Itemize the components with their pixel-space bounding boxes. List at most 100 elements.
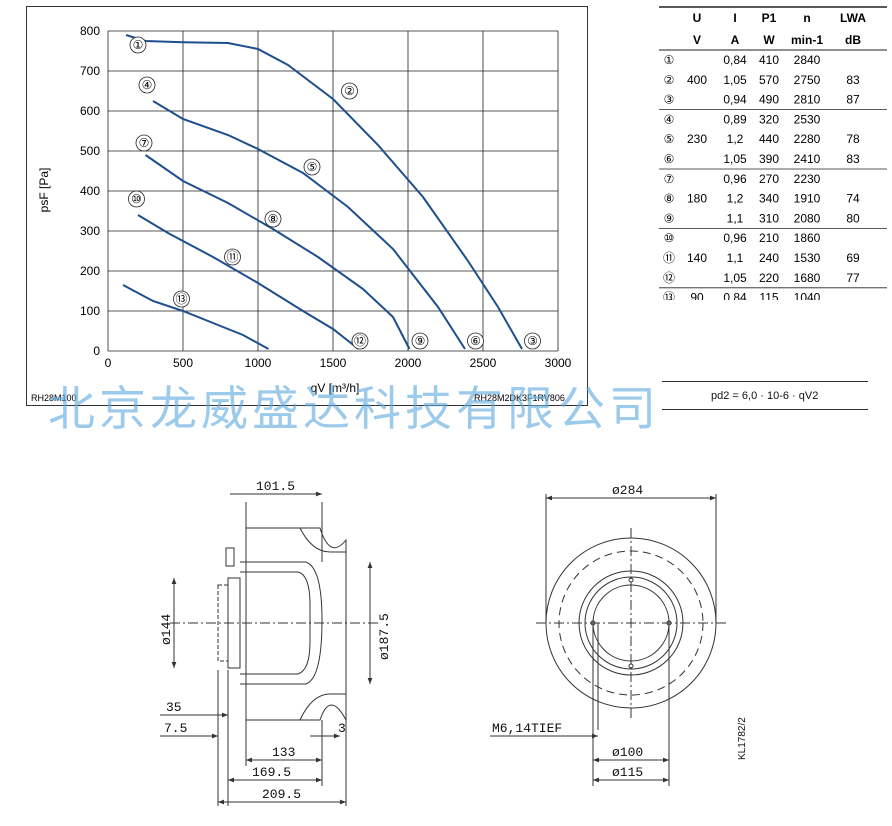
- curve-id-circle: [411, 332, 429, 350]
- table-cell: 400: [687, 73, 707, 87]
- table-unit: min-1: [791, 33, 823, 47]
- dim-115: ø115: [612, 765, 643, 780]
- drawing-code: KL1782/2: [737, 717, 748, 760]
- dim-187-5: ø187.5: [377, 613, 392, 660]
- table-cell: 2410: [794, 152, 821, 166]
- dim-209-5: 209.5: [262, 787, 301, 802]
- table-cell: 78: [846, 132, 860, 146]
- table-cell: 310: [759, 211, 779, 225]
- curve-id-label: ②: [344, 84, 355, 98]
- formula-bottom-rule: [662, 409, 868, 410]
- dim-284: ø284: [612, 483, 643, 498]
- table-cell: 2750: [794, 73, 821, 87]
- curve-id-circle: [467, 332, 484, 350]
- dim-7-5: 7.5: [164, 721, 187, 736]
- table-cell: 0,96: [723, 172, 747, 186]
- y-tick-label: 700: [80, 64, 100, 78]
- table-cell: 0,89: [723, 112, 747, 126]
- curve-id-circle: [303, 158, 321, 176]
- y-tick-label: 300: [80, 224, 100, 238]
- dim-144: ø144: [159, 614, 174, 645]
- table-header: LWA: [840, 11, 866, 25]
- curve-id-circle: [264, 210, 282, 228]
- y-tick-label: 200: [80, 264, 100, 278]
- curve-id-label: ①: [133, 38, 144, 52]
- curve-id-circle: [128, 190, 145, 208]
- curve-id-label: ⑫: [354, 334, 366, 348]
- curve-id-circle: [173, 290, 190, 308]
- x-tick-label: 3000: [545, 356, 572, 370]
- table-cell: 0,94: [723, 93, 747, 107]
- table-cell: 0,96: [723, 231, 747, 245]
- curve-id-circle: [351, 332, 369, 350]
- table-unit: A: [731, 33, 740, 47]
- table-unit: dB: [845, 33, 861, 47]
- y-tick-label: 0: [93, 344, 100, 358]
- front-view: [490, 494, 726, 786]
- table-header: P1: [762, 11, 777, 25]
- table-cell: ⑪: [663, 251, 675, 265]
- table-cell: 74: [846, 192, 860, 206]
- dim-100: ø100: [612, 745, 643, 760]
- curve-id-circle: [524, 332, 541, 350]
- table-cell: ②: [664, 73, 675, 87]
- table-cell: 77: [846, 271, 860, 285]
- y-tick-label: 400: [80, 184, 100, 198]
- curve-id-label: ⑨: [415, 334, 426, 348]
- table-cell: 0,84: [723, 53, 747, 67]
- table-cell: 1860: [794, 231, 821, 245]
- dim-101-5: 101.5: [256, 479, 295, 494]
- curve-⑦⑧⑨: [144, 154, 411, 350]
- chart-footnote-left: RH28M100: [31, 393, 77, 403]
- curve-id-label: ⑥: [470, 334, 481, 348]
- cable-gland: [225, 547, 235, 567]
- table-cell: 340: [759, 192, 779, 206]
- table-cell: ①: [664, 53, 675, 67]
- table-cell: 1680: [794, 271, 821, 285]
- table-cell: 2230: [794, 172, 821, 186]
- curve-id-circle: [224, 248, 241, 266]
- curve-id-circle: [138, 76, 156, 94]
- curve-①②③: [125, 34, 523, 350]
- dim-m6: M6,14TIEF: [492, 721, 562, 736]
- curve-id-label: ⑧: [268, 212, 279, 226]
- chart-footnote-right: RH28M2DK3F1RV806: [474, 393, 565, 403]
- table-cell: ⑦: [664, 172, 675, 186]
- table-cell: 2810: [794, 93, 821, 107]
- curve-id-circle: [129, 36, 147, 54]
- x-axis-label: qV [m³/h]: [311, 381, 360, 395]
- table-cell: 210: [759, 231, 779, 245]
- curve-id-circle: [341, 82, 358, 100]
- table-cell: 0,84: [723, 291, 747, 300]
- table-cell: ⑬: [663, 291, 675, 300]
- table-cell: 1,1: [727, 211, 744, 225]
- table-header: I: [733, 11, 736, 25]
- curve-id-label: ③: [527, 334, 538, 348]
- curve-id-label: ⑤: [307, 160, 318, 174]
- formula-top-rule: [662, 381, 868, 382]
- motor-shell: [240, 561, 323, 685]
- table-cell: 90: [690, 291, 704, 300]
- table-cell: 1,1: [727, 251, 744, 265]
- table-cell: ③: [664, 93, 675, 107]
- curve-⑩⑪⑫: [137, 214, 360, 350]
- performance-chart-frame: [26, 6, 588, 406]
- x-tick-label: 1000: [245, 356, 272, 370]
- y-tick-label: 800: [80, 24, 100, 38]
- table-cell: 1,2: [727, 192, 744, 206]
- table-cell: 80: [846, 211, 860, 225]
- curve-id-label: ⑪: [226, 250, 238, 264]
- y-tick-label: 600: [80, 104, 100, 118]
- table-cell: 180: [687, 192, 707, 206]
- table-cell: ⑩: [664, 231, 675, 245]
- x-tick-label: 0: [105, 356, 112, 370]
- table-cell: 83: [846, 152, 860, 166]
- table-cell: ⑥: [664, 152, 675, 166]
- curve-id-label: ④: [142, 78, 153, 92]
- table-cell: 115: [759, 291, 778, 300]
- table-cell: 83: [846, 73, 860, 87]
- table-cell: 1,05: [723, 73, 747, 87]
- table-cell: 390: [759, 152, 779, 166]
